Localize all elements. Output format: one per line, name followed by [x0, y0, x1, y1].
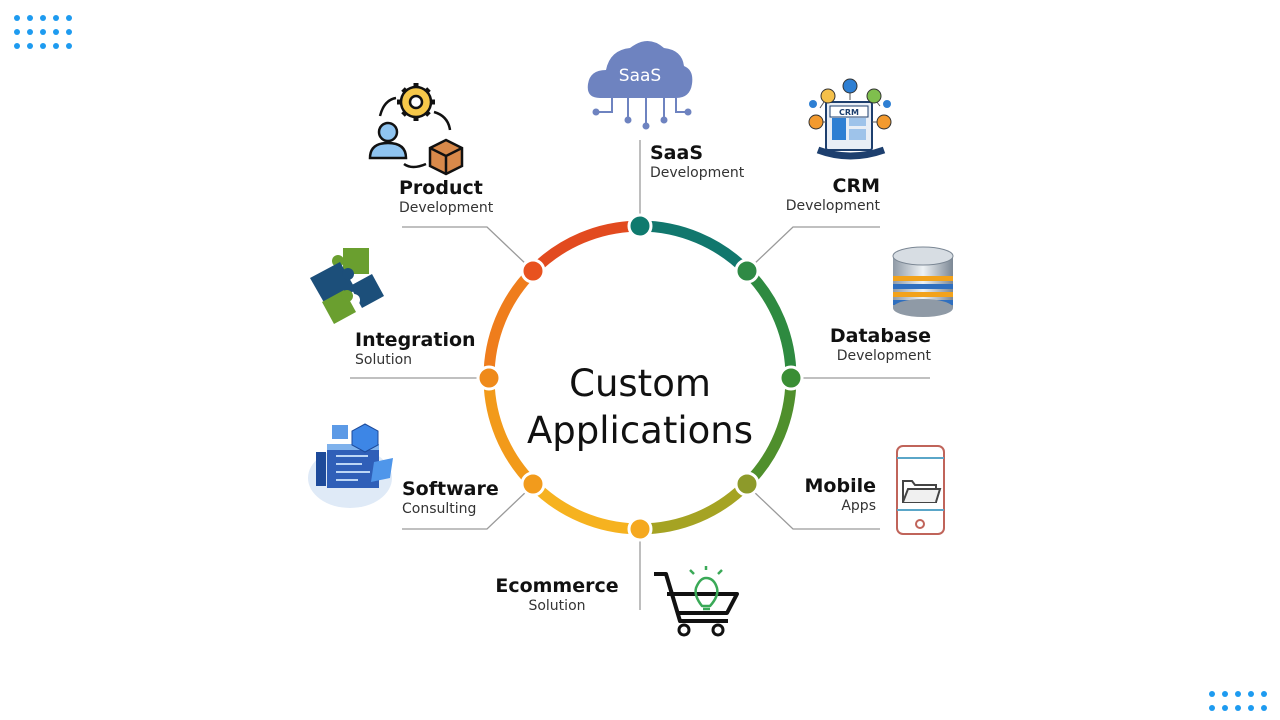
- decorative-dot: [40, 15, 46, 21]
- label-mobile: Mobile Apps: [776, 475, 876, 514]
- decorative-dot: [27, 43, 33, 49]
- center-title-line1: Custom: [569, 362, 711, 405]
- crm-screen-label: CRM: [839, 108, 859, 117]
- cloud-icon-label: SaaS: [619, 66, 661, 86]
- node-integration: [476, 365, 502, 391]
- ring-arc-product-saas: [529, 220, 641, 275]
- decorative-dot: [27, 15, 33, 21]
- decorative-dot: [14, 15, 20, 21]
- label-integration-title: Integration: [355, 329, 476, 351]
- label-saas-title: SaaS: [650, 142, 704, 164]
- label-database: Database Development: [800, 325, 931, 364]
- node-software: [520, 471, 546, 497]
- node-mobile: [734, 471, 760, 497]
- decorative-dot: [1261, 691, 1267, 697]
- ring-arc-mobile-ecommerce: [639, 480, 751, 535]
- decorative-dot: [66, 29, 72, 35]
- label-saas: SaaS Development: [650, 142, 745, 181]
- decorative-dot: [40, 29, 46, 35]
- ring-arc-software-integration: [483, 377, 537, 488]
- decorative-dot: [40, 43, 46, 49]
- decorative-dot: [14, 29, 20, 35]
- label-software-subtitle: Consulting: [402, 500, 477, 517]
- decorative-dot: [1261, 705, 1267, 711]
- decorative-dot: [66, 15, 72, 21]
- decorative-dot: [66, 43, 72, 49]
- label-integration-subtitle: Solution: [355, 351, 413, 368]
- product-cycle-icon: [368, 83, 464, 176]
- label-software: Software Consulting: [402, 478, 499, 517]
- decorative-dot: [1222, 691, 1228, 697]
- decorative-dot: [1235, 705, 1241, 711]
- decorative-dots-top-left: [14, 15, 72, 49]
- decorative-dot: [53, 15, 59, 21]
- mobile-phone-icon: [896, 445, 945, 535]
- decorative-dot: [1248, 691, 1254, 697]
- cloud-icon: SaaS: [587, 41, 693, 130]
- label-database-title: Database: [829, 325, 931, 347]
- label-crm-title: CRM: [832, 175, 880, 197]
- label-ecommerce-title: Ecommerce: [495, 575, 619, 597]
- node-ecommerce: [627, 516, 653, 542]
- connector-crm: [751, 226, 880, 267]
- label-saas-subtitle: Development: [650, 164, 745, 181]
- node-database: [778, 365, 804, 391]
- label-mobile-subtitle: Apps: [841, 497, 876, 514]
- connector-mobile: [751, 489, 880, 530]
- ring-arc-ecommerce-software: [529, 480, 641, 535]
- connector-product: [402, 226, 529, 267]
- label-database-subtitle: Development: [836, 347, 931, 364]
- decorative-dot: [1209, 691, 1215, 697]
- decorative-dot: [27, 29, 33, 35]
- node-crm: [734, 258, 760, 284]
- ring-arc-database-mobile: [743, 377, 797, 488]
- decorative-dot: [1222, 705, 1228, 711]
- decorative-dot: [1209, 705, 1215, 711]
- ring-arc-saas-crm: [639, 220, 751, 275]
- label-software-title: Software: [402, 478, 499, 500]
- ring-arc-crm-database: [743, 267, 797, 379]
- node-saas: [627, 213, 653, 239]
- decorative-dot: [53, 29, 59, 35]
- center-title-line2: Applications: [526, 409, 753, 452]
- label-integration: Integration Solution: [355, 329, 476, 368]
- label-mobile-title: Mobile: [804, 475, 876, 497]
- shopping-cart-icon: [654, 566, 739, 637]
- node-product: [520, 258, 546, 284]
- label-ecommerce-subtitle: Solution: [528, 597, 586, 614]
- decorative-dot: [1235, 691, 1241, 697]
- label-product-subtitle: Development: [399, 199, 494, 216]
- label-product-title: Product: [399, 177, 483, 199]
- cycle-ring: [483, 220, 797, 535]
- center-title: Custom Applications: [490, 360, 790, 454]
- connector-software: [402, 489, 529, 530]
- label-product: Product Development: [399, 177, 494, 216]
- software-window-icon: [308, 423, 393, 508]
- crm-laptop-icon: CRM: [808, 78, 892, 160]
- decorative-dot: [53, 43, 59, 49]
- decorative-dots-bottom-right: [1209, 691, 1267, 711]
- label-ecommerce: Ecommerce Solution: [482, 575, 632, 614]
- puzzle-icon: [310, 248, 384, 324]
- database-icon: [892, 246, 954, 317]
- label-crm-subtitle: Development: [785, 197, 880, 214]
- ring-arc-integration-product: [483, 267, 537, 379]
- decorative-dot: [14, 43, 20, 49]
- label-crm: CRM Development: [760, 175, 880, 214]
- decorative-dot: [1248, 705, 1254, 711]
